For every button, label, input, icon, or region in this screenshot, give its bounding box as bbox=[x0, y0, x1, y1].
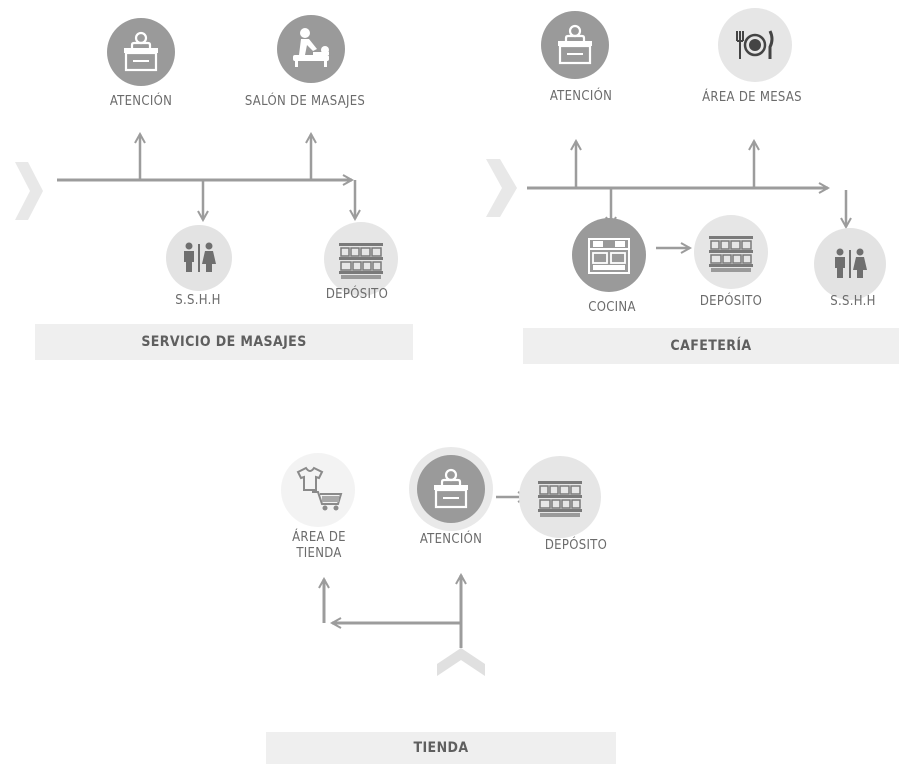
tienda-title-band: TIENDA bbox=[266, 732, 616, 764]
cafeteria-atencion-label: ATENCIÓN bbox=[549, 89, 613, 104]
tienda-area-label-line1: ÁREA DE bbox=[292, 530, 346, 545]
masajes-deposito-label: DEPÓSITO bbox=[325, 287, 389, 302]
masajes-title: SERVICIO DE MASAJES bbox=[141, 334, 307, 350]
cafeteria-deposito-label: DEPÓSITO bbox=[699, 294, 763, 309]
entry-chevron-icon bbox=[437, 648, 485, 676]
storage-shelves-icon bbox=[324, 222, 398, 296]
tienda-deposito-label: DEPÓSITO bbox=[544, 538, 608, 553]
storage-shelves-icon bbox=[694, 215, 768, 289]
masajes-sshh-label: S.S.H.H bbox=[175, 293, 221, 308]
kitchen-icon bbox=[572, 218, 646, 292]
tienda-flow bbox=[281, 447, 601, 676]
masajes-salon-label: SALÓN DE MASAJES bbox=[244, 94, 366, 109]
cafeteria-sshh-label: S.S.H.H bbox=[830, 294, 876, 309]
masajes-title-band: SERVICIO DE MASAJES bbox=[35, 324, 413, 360]
tienda-area-label-line2: TIENDA bbox=[296, 546, 342, 561]
tienda-atencion-label: ATENCIÓN bbox=[419, 532, 483, 547]
reception-desk-icon bbox=[541, 11, 609, 79]
entry-chevron-icon bbox=[15, 162, 43, 220]
cafeteria-cocina-label: COCINA bbox=[588, 300, 636, 315]
fork-plate-knife-icon bbox=[718, 8, 792, 82]
reception-desk-icon bbox=[409, 447, 493, 531]
cafeteria-title-band: CAFETERÍA bbox=[523, 328, 899, 364]
storage-shelves-icon bbox=[519, 456, 601, 538]
cafeteria-flow bbox=[486, 8, 886, 300]
masajes-flow bbox=[15, 15, 398, 296]
cafeteria-title: CAFETERÍA bbox=[670, 338, 752, 354]
shop-cart-icon bbox=[281, 453, 355, 527]
tienda-title: TIENDA bbox=[413, 740, 469, 756]
reception-desk-icon bbox=[107, 18, 175, 86]
restroom-icon bbox=[166, 225, 232, 291]
massage-icon bbox=[277, 15, 345, 83]
entry-chevron-icon bbox=[486, 159, 517, 217]
masajes-atencion-label: ATENCIÓN bbox=[109, 94, 173, 109]
restroom-icon bbox=[814, 228, 886, 300]
cafeteria-mesas-label: ÁREA DE MESAS bbox=[702, 90, 802, 105]
